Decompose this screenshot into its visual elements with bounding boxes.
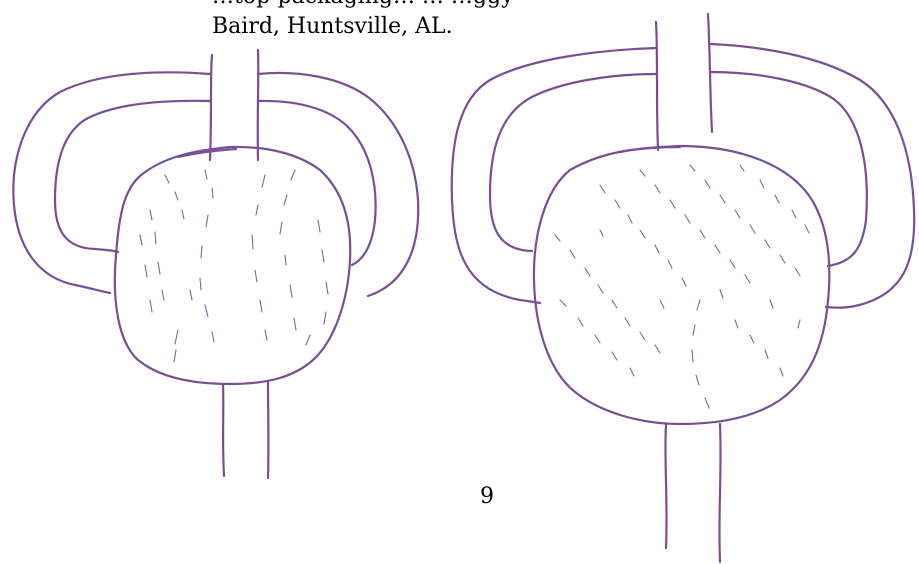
right-bottom-stem-left-edge — [665, 424, 666, 548]
right-body-top-notch — [620, 147, 680, 152]
right-inner-loop — [490, 72, 867, 266]
left-figure — [13, 50, 418, 478]
left-body-hatching — [140, 170, 328, 362]
right-figure — [452, 14, 914, 562]
left-inner-loop — [55, 101, 376, 265]
left-top-stem-right-edge — [258, 50, 259, 160]
right-outer-loop — [452, 44, 914, 308]
left-body — [115, 147, 350, 384]
right-top-stem-left-edge — [656, 22, 658, 150]
left-top-stem-left-edge — [210, 55, 212, 160]
left-bottom-stem-left-edge — [223, 384, 224, 476]
page-number: 9 — [480, 484, 494, 509]
right-body — [534, 146, 829, 424]
right-body-hatching — [555, 165, 809, 408]
right-bottom-stem-right-edge — [719, 424, 720, 562]
